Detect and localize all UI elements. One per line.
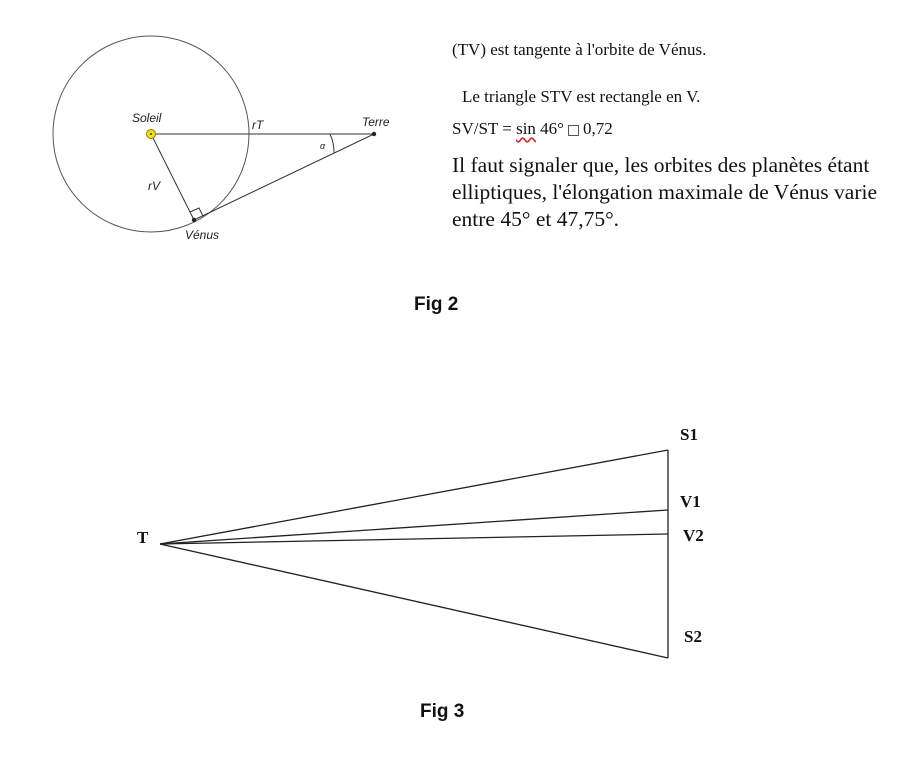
t-s2-line bbox=[159, 543, 669, 659]
tangent-statement: (TV) est tangente à l'orbite de Vénus. bbox=[452, 40, 707, 59]
t-s1-line bbox=[159, 449, 669, 545]
ratio-value: 0,72 bbox=[582, 119, 613, 138]
right-angle-marker bbox=[189, 207, 204, 217]
angle-label: α bbox=[320, 141, 326, 151]
ratio-prefix: SV/ST = bbox=[452, 119, 517, 138]
venus-dot bbox=[191, 217, 197, 223]
v2-label: V2 bbox=[683, 526, 704, 545]
approx-placeholder-box bbox=[567, 124, 579, 136]
earth-dot bbox=[371, 131, 377, 137]
sun-venus-line bbox=[150, 133, 195, 221]
fig2-diagram bbox=[52, 35, 375, 233]
fig3-diagram bbox=[159, 449, 669, 659]
sun-center-dot bbox=[150, 133, 152, 135]
tangent-line bbox=[193, 133, 375, 221]
fig3-caption: Fig 3 bbox=[420, 701, 465, 722]
soleil-label: Soleil bbox=[132, 111, 162, 125]
t-label: T bbox=[137, 528, 149, 547]
s2-label: S2 bbox=[684, 627, 702, 646]
rT-label: rT bbox=[252, 118, 265, 132]
t-v1-line bbox=[159, 509, 669, 545]
elongation-paragraph: Il faut signaler que, les orbites des pl… bbox=[452, 153, 878, 231]
triangle-statement: Le triangle STV est rectangle en V. bbox=[462, 87, 701, 106]
venus-label: Vénus bbox=[185, 228, 219, 242]
rV-label: rV bbox=[148, 179, 161, 193]
ratio-sin: sin bbox=[516, 119, 536, 138]
s1-label: S1 bbox=[680, 425, 698, 444]
t-v2-line bbox=[159, 533, 669, 545]
ratio-statement: SV/ST = sin 46° 0,72 bbox=[452, 119, 613, 139]
angle-arc bbox=[329, 133, 335, 154]
fig2-caption: Fig 2 bbox=[414, 294, 459, 315]
terre-label: Terre bbox=[362, 115, 390, 129]
ratio-angle: 46° bbox=[535, 119, 564, 138]
v1-label: V1 bbox=[680, 492, 701, 511]
